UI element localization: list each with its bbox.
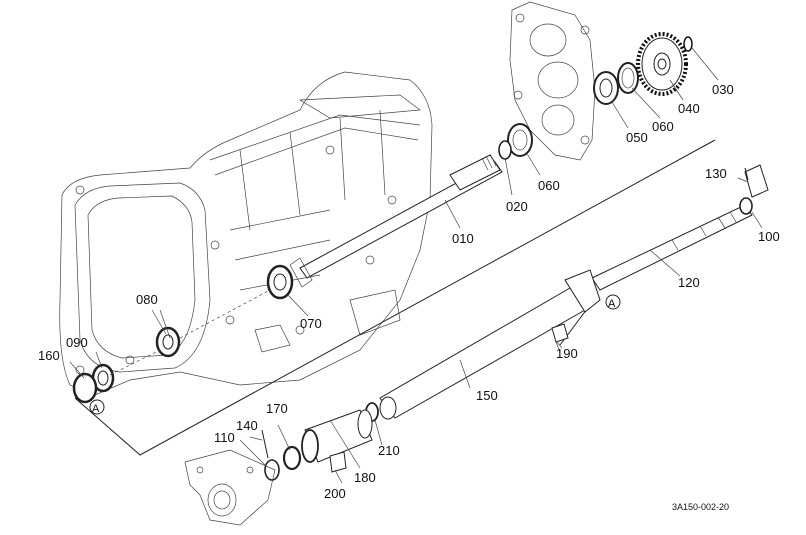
o-ring-170 [282, 445, 302, 471]
label-150: 150 [476, 388, 498, 403]
label-210: 210 [378, 443, 400, 458]
label-160: 160 [38, 348, 60, 363]
pin-130 [744, 164, 769, 198]
bearing-080 [155, 326, 181, 358]
label-080: 080 [136, 292, 158, 307]
washer-060-top [617, 62, 639, 94]
label-190: 190 [556, 346, 578, 361]
assembly-frame-line [74, 139, 716, 456]
label-170: 170 [266, 401, 288, 416]
label-050: 050 [626, 130, 648, 145]
label-120: 120 [678, 275, 700, 290]
collar-110 [264, 459, 280, 481]
bearing-050 [593, 71, 619, 105]
bearing-100 [739, 197, 753, 215]
label-140: 140 [236, 418, 258, 433]
label-040: 040 [678, 101, 700, 116]
svg-text:A: A [92, 403, 100, 415]
label-130: 130 [705, 166, 727, 181]
label-060-top: 060 [652, 119, 674, 134]
shaft-010 [289, 153, 503, 288]
ref-mark-a-right: A [605, 294, 621, 310]
label-200: 200 [324, 486, 346, 501]
washer-060-mid [507, 123, 533, 157]
label-020: 020 [506, 199, 528, 214]
shaft-120 [591, 204, 753, 291]
label-070: 070 [300, 316, 322, 331]
tube-150 [379, 269, 601, 420]
assembly-axis-line [109, 289, 271, 376]
ref-mark-a-left: A [89, 399, 105, 415]
bolt-190 [551, 323, 569, 353]
leader-lines [69, 47, 763, 484]
label-060-mid: 060 [538, 178, 560, 193]
coupling-180 [301, 409, 373, 463]
bearing-070 [266, 264, 294, 300]
label-110: 110 [214, 430, 235, 445]
gear-case-cover [509, 1, 596, 161]
label-100: 100 [758, 229, 780, 244]
seal-090 [91, 363, 115, 393]
drawing-code: 3A150-002-20 [672, 502, 729, 512]
label-180: 180 [354, 470, 376, 485]
o-ring-160 [72, 372, 98, 404]
front-axle-support [184, 449, 276, 526]
label-010: 010 [452, 231, 474, 246]
bolt-200 [329, 451, 347, 473]
collar-020 [498, 140, 512, 160]
pin-140 [261, 429, 269, 459]
label-030: 030 [712, 82, 734, 97]
gear-040 [636, 32, 688, 96]
snap-ring-030 [683, 36, 693, 52]
svg-text:A: A [608, 298, 616, 310]
label-090: 090 [66, 335, 88, 350]
